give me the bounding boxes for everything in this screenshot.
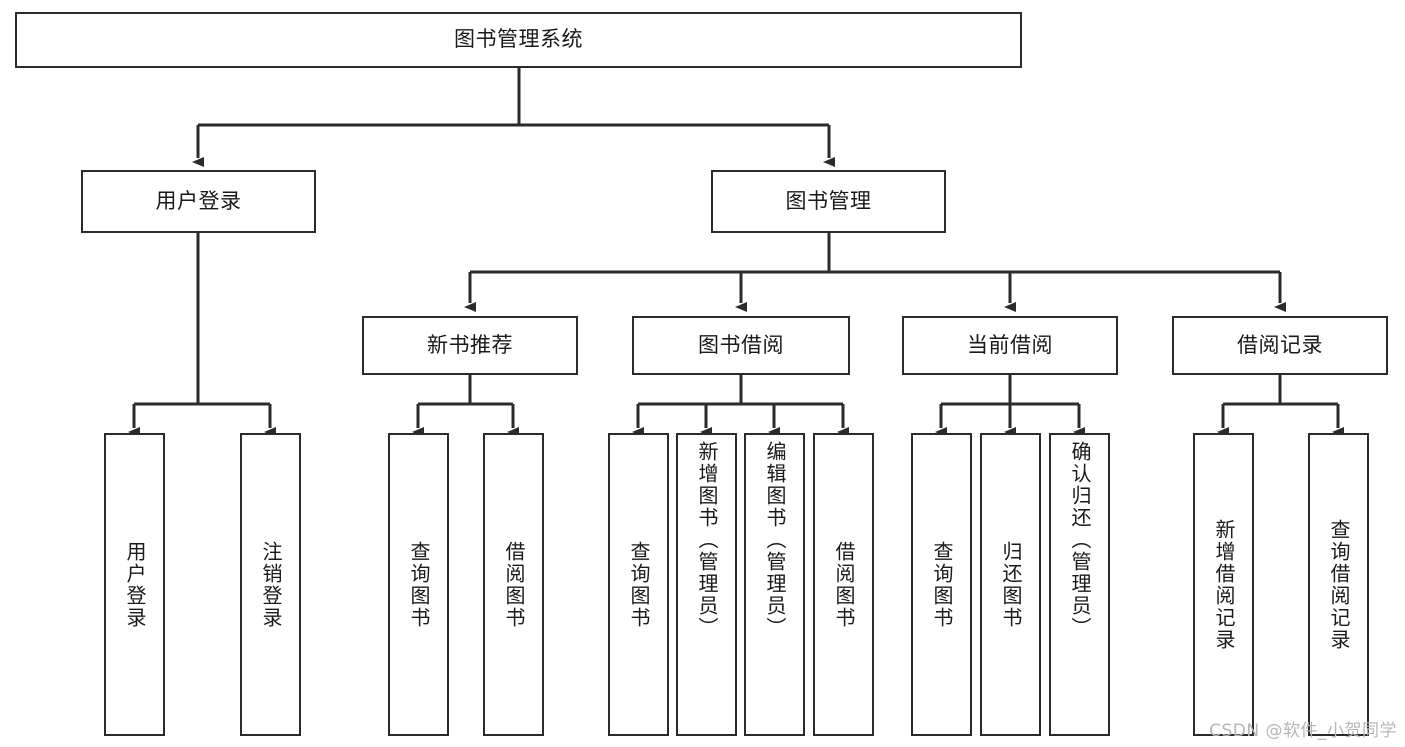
leaf-edit-book[interactable]: 编辑图书（管理员） [744, 433, 805, 736]
leaf-return-book[interactable]: 归还图书 [980, 433, 1041, 736]
watermark-text: CSDN @软件_小贺同学 [1209, 721, 1397, 741]
node-borrow-record[interactable]: 借阅记录 [1172, 316, 1388, 375]
node-root-system-label: 图书管理系统 [454, 27, 583, 52]
edges-bookmgmt-to-level3 [464, 233, 1286, 312]
node-user-login[interactable]: 用户登录 [81, 170, 316, 233]
leaf-logout-login-label: 注销登录 [259, 540, 283, 629]
leaf-return-book-label: 归还图书 [999, 540, 1023, 629]
node-new-book-recommend-label: 新书推荐 [427, 332, 513, 357]
leaf-edit-book-label: 编辑图书（管理员） [763, 441, 787, 639]
edges-bookborrow-to-leaves [632, 375, 849, 437]
node-book-borrow[interactable]: 图书借阅 [632, 316, 850, 375]
leaf-query-record-label: 查询借阅记录 [1327, 518, 1351, 651]
node-root-system[interactable]: 图书管理系统 [15, 12, 1022, 68]
edges-newbook-to-leaves [412, 375, 519, 437]
edges-currentborrow-to-leaves [935, 375, 1085, 437]
edges-userlogin-to-leaves [128, 233, 276, 437]
leaf-user-login[interactable]: 用户登录 [104, 433, 165, 736]
leaf-add-book[interactable]: 新增图书（管理员） [676, 433, 737, 736]
leaf-query-book-2[interactable]: 查询图书 [608, 433, 669, 736]
leaf-borrow-book-1-label: 借阅图书 [502, 540, 526, 629]
leaf-add-book-label: 新增图书（管理员） [695, 441, 719, 639]
node-current-borrow[interactable]: 当前借阅 [902, 316, 1118, 375]
node-current-borrow-label: 当前借阅 [967, 332, 1053, 357]
edges-root-to-level2 [192, 68, 835, 167]
node-new-book-recommend[interactable]: 新书推荐 [362, 316, 578, 375]
leaf-query-book-1-label: 查询图书 [407, 540, 431, 629]
leaf-user-login-label: 用户登录 [123, 540, 147, 629]
leaf-query-book-2-label: 查询图书 [627, 540, 651, 629]
leaf-query-book-3-label: 查询图书 [930, 540, 954, 629]
leaf-confirm-return[interactable]: 确认归还（管理员） [1049, 433, 1110, 736]
node-borrow-record-label: 借阅记录 [1237, 332, 1323, 357]
node-book-borrow-label: 图书借阅 [698, 332, 784, 357]
leaf-query-book-3[interactable]: 查询图书 [911, 433, 972, 736]
leaf-confirm-return-label: 确认归还（管理员） [1068, 441, 1092, 639]
edges-borrowrecord-to-leaves [1217, 375, 1344, 437]
leaf-add-record-label: 新增借阅记录 [1212, 518, 1236, 651]
leaf-query-book-1[interactable]: 查询图书 [388, 433, 449, 736]
leaf-borrow-book-2[interactable]: 借阅图书 [813, 433, 874, 736]
node-user-login-label: 用户登录 [155, 188, 242, 213]
leaf-logout-login[interactable]: 注销登录 [240, 433, 301, 736]
leaf-add-record[interactable]: 新增借阅记录 [1193, 433, 1254, 736]
leaf-query-record[interactable]: 查询借阅记录 [1308, 433, 1369, 736]
leaf-borrow-book-2-label: 借阅图书 [832, 540, 856, 629]
node-book-management[interactable]: 图书管理 [711, 170, 946, 233]
leaf-borrow-book-1[interactable]: 借阅图书 [483, 433, 544, 736]
node-book-management-label: 图书管理 [785, 188, 872, 213]
